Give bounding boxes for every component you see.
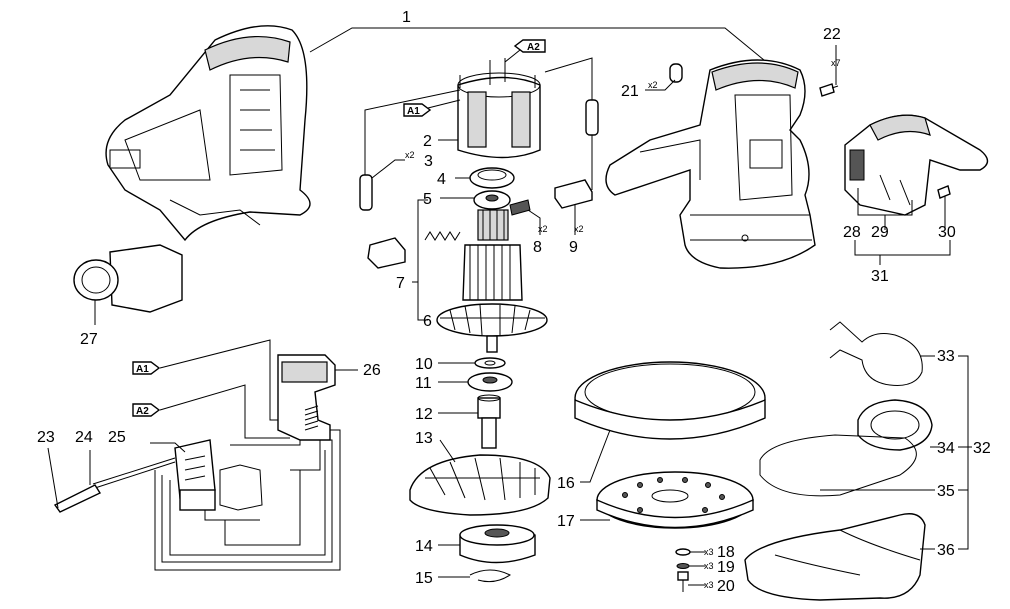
leader-housing	[309, 27, 771, 66]
fan-13	[409, 439, 551, 516]
qty-18: x3	[704, 547, 714, 557]
callout-5: 5	[423, 191, 432, 208]
bag-assembly-bracket-32	[958, 355, 972, 550]
callout-12: 12	[415, 406, 433, 423]
bearing-14	[438, 524, 536, 564]
screw-20	[677, 571, 705, 592]
housing-right-half	[605, 59, 816, 269]
callout-24: 24	[75, 429, 93, 446]
tag-a2-top: A2	[513, 39, 546, 53]
brush-8	[509, 199, 541, 235]
callout-7: 7	[396, 275, 405, 292]
callout-21: 21	[621, 83, 639, 100]
callout-4: 4	[437, 171, 446, 188]
callout-9: 9	[569, 239, 578, 256]
tag-a2-wiring: A2	[132, 403, 161, 417]
clip-33	[829, 321, 935, 386]
callout-27: 27	[80, 331, 98, 348]
frame-34	[857, 399, 940, 451]
callout-16: 16	[557, 475, 575, 492]
callout-11: 11	[415, 375, 432, 392]
pin-21	[645, 63, 683, 91]
tag-a1-top: A1	[403, 103, 432, 117]
callout-35: 35	[937, 483, 955, 500]
callout-10: 10	[415, 356, 433, 373]
bearing-4	[455, 167, 515, 189]
qty-3: x2	[405, 150, 415, 160]
armature-7	[412, 199, 548, 353]
qty-8: x2	[538, 224, 548, 234]
callout-19: 19	[717, 559, 735, 576]
bearing-5	[440, 190, 511, 210]
shaft-12	[438, 394, 501, 449]
housing-left-half	[105, 25, 311, 242]
screw-22	[819, 45, 839, 97]
callout-34: 34	[937, 440, 955, 457]
callout-28: 28	[843, 224, 861, 241]
callout-17: 17	[557, 513, 575, 530]
brush-holder-left	[367, 237, 406, 269]
callout-32: 32	[973, 440, 991, 457]
washer-18	[675, 548, 705, 556]
qty-19: x3	[704, 561, 714, 571]
washer-10	[438, 357, 506, 369]
tag-a1-wiring: A1	[132, 361, 161, 375]
cord-24	[89, 450, 176, 489]
callout-15: 15	[415, 570, 433, 587]
tag-a2-wiring-text: A2	[136, 406, 149, 417]
callout-3: 3	[424, 153, 433, 170]
lock-washer-19	[676, 563, 705, 569]
wire-frame-35	[759, 434, 935, 497]
brush-spring-left	[424, 231, 461, 241]
circlip-15	[438, 569, 511, 583]
callout-31: 31	[871, 268, 889, 285]
callout-33: 33	[937, 348, 955, 365]
callout-6: 6	[423, 313, 432, 330]
callout-8: 8	[533, 239, 542, 256]
dust-port-27	[73, 244, 183, 325]
callout-14: 14	[415, 538, 433, 555]
pins-3	[359, 99, 599, 211]
qty-22: x7	[831, 58, 841, 68]
qty-20: x3	[704, 580, 714, 590]
callout-13: 13	[415, 430, 433, 447]
callout-22: 22	[823, 26, 841, 43]
dust-bag-36	[744, 513, 935, 601]
skirt-16	[574, 361, 766, 483]
callout-20: 20	[717, 578, 735, 595]
handle-assembly-31	[844, 114, 989, 265]
qty-21: x2	[648, 80, 658, 90]
bearing-11	[438, 372, 513, 392]
tag-a1-wiring-text: A1	[136, 364, 149, 375]
sanding-pad-17	[580, 471, 754, 529]
qty-9: x2	[574, 224, 584, 234]
callout-29: 29	[871, 224, 889, 241]
suppressor-26	[277, 354, 358, 441]
stator-2	[438, 58, 541, 159]
cord-guard-23	[47, 447, 102, 513]
callout-23: 23	[37, 429, 55, 446]
callout-1: 1	[402, 9, 411, 26]
callout-2: 2	[423, 133, 432, 150]
callout-18: 18	[717, 544, 735, 561]
tag-a2-top-text: A2	[527, 42, 540, 53]
callout-30: 30	[938, 224, 956, 241]
brush-holder-9	[554, 179, 593, 235]
callout-25: 25	[108, 429, 126, 446]
callout-36: 36	[937, 542, 955, 559]
callout-26: 26	[363, 362, 381, 379]
switch-25	[150, 439, 216, 511]
tag-a1-top-text: A1	[407, 106, 420, 117]
